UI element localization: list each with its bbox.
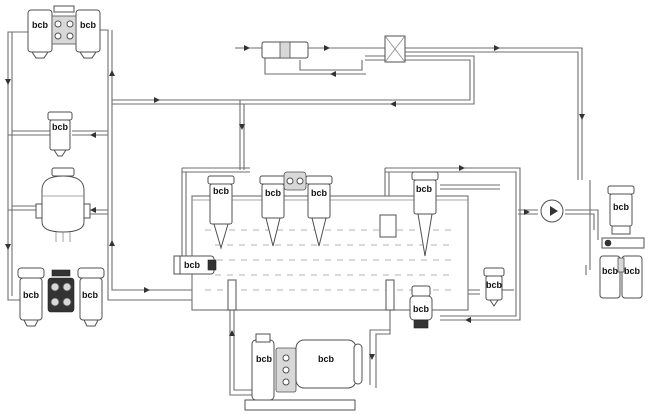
logo-label: bcb [318, 354, 335, 364]
duplex-filter-bottom: bcb bcb [17, 267, 105, 327]
pressure-vessel-filter [35, 167, 91, 242]
tank-top-filter-2: bcb [259, 175, 287, 247]
logo-label: bcb [413, 304, 430, 314]
flow-arrows [5, 45, 585, 360]
right-single-filter: bcb [607, 185, 635, 235]
logo-label: bcb [265, 188, 282, 198]
logo-label: bcb [624, 266, 641, 276]
duplex-filter-top: bcb bcb [27, 5, 101, 59]
directional-valve [384, 35, 406, 63]
bottom-pot-filter: bcb [409, 285, 433, 329]
logo-label: bcb [23, 290, 40, 300]
logo-label: bcb [32, 20, 49, 30]
inline-filter-top [261, 41, 309, 59]
cooler-pump [540, 199, 564, 223]
return-filter: bcb [411, 171, 439, 257]
piping-network [7, 29, 599, 396]
offline-filter-small: bcb [483, 267, 505, 307]
right-duplex-filter: bcb bcb [599, 237, 645, 299]
tank-top-filter-3: bcb [305, 175, 333, 247]
logo-label: bcb [486, 280, 503, 290]
logo-label: bcb [80, 20, 97, 30]
single-filter-mid: bcb [47, 111, 73, 157]
changeover-valve [283, 171, 307, 191]
logo-label: bcb [213, 186, 230, 196]
tank-top-filter-1: bcb [207, 175, 235, 250]
logo-label: bcb [256, 354, 273, 364]
logo-label: bcb [416, 184, 433, 194]
tank-side-filter: bcb [173, 255, 217, 275]
logo-label: bcb [82, 290, 99, 300]
logo-label: bcb [52, 122, 69, 132]
logo-label: bcb [613, 202, 630, 212]
logo-label: bcb [184, 260, 201, 270]
logo-label: bcb [602, 266, 619, 276]
logo-label: bcb [311, 188, 328, 198]
pump-motor-unit: bcb bcb [244, 333, 363, 411]
